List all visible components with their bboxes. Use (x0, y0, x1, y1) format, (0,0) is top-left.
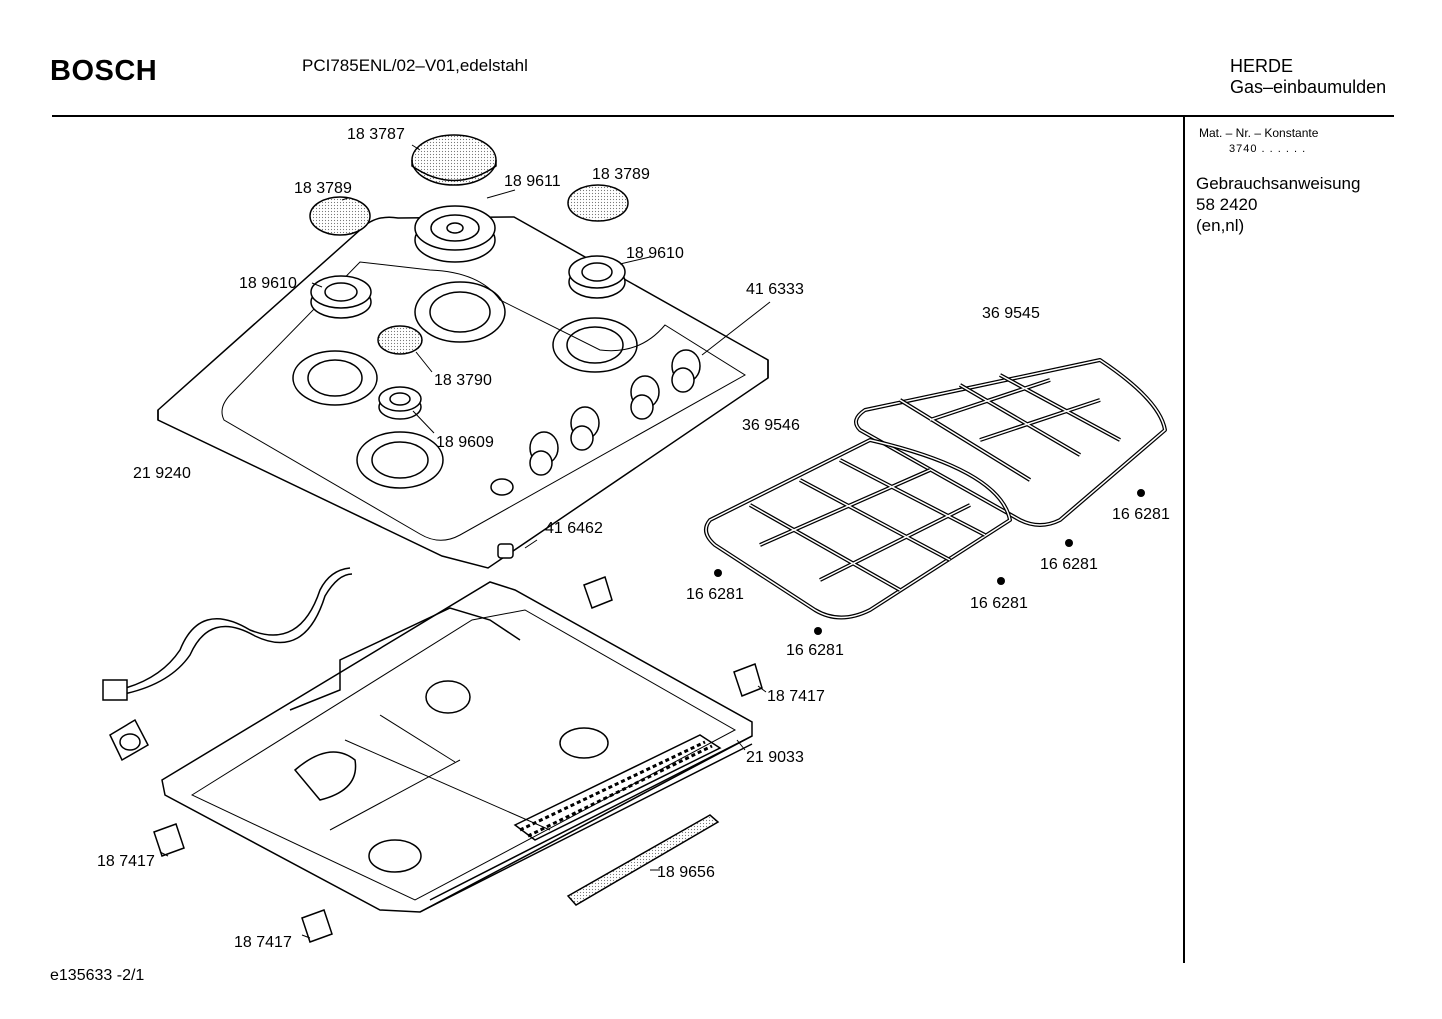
label-clip-left: 18 7417 (97, 853, 155, 870)
manual-languages: (en,nl) (1196, 216, 1245, 235)
label-cap-large: 18 3787 (347, 126, 405, 143)
label-grate-right: 36 9545 (982, 305, 1040, 322)
seal-strip (566, 814, 720, 906)
label-hob-top: 21 9240 (133, 465, 191, 482)
manual-number: 58 2420 (1196, 195, 1258, 214)
label-cap-left: 18 3789 (294, 180, 352, 197)
header-divider (52, 115, 1394, 117)
model-number: PCI785ENL/02–V01,edelstahl (302, 56, 528, 75)
burner-ring-small (378, 386, 422, 420)
leader-lines (159, 144, 771, 939)
power-cable (102, 567, 353, 701)
rubber-feet (714, 489, 1145, 635)
pan-grate-left (704, 438, 1012, 620)
label-knob: 41 6333 (746, 281, 804, 298)
label-cap-small: 18 3790 (434, 372, 492, 389)
pan-grate-right (854, 358, 1167, 527)
ignition-module (109, 718, 149, 762)
label-seal-strip: 18 9656 (657, 864, 715, 881)
control-knobs (529, 349, 701, 476)
label-clip-bottom: 18 7417 (234, 934, 292, 951)
drawing-reference: e135633 -2/1 (50, 967, 145, 984)
burner-ring-left (310, 275, 372, 319)
label-foot-5: 16 6281 (786, 642, 844, 659)
label-foot-1: 16 6281 (1112, 506, 1170, 523)
label-foot-2: 16 6281 (1040, 556, 1098, 573)
label-foot-4: 16 6281 (686, 586, 744, 603)
mounting-clips (153, 576, 763, 943)
label-burner-left: 18 9610 (239, 275, 297, 292)
burner-cap-large (411, 134, 497, 186)
mat-number-label: Mat. – Nr. – Konstante (1199, 126, 1319, 140)
label-clip-right: 18 7417 (767, 688, 825, 705)
label-base-tray: 21 9033 (746, 749, 804, 766)
base-tray (161, 581, 753, 913)
label-button: 41 6462 (545, 520, 603, 537)
burner-ring-right (568, 255, 626, 299)
burner-cap-left (309, 196, 371, 236)
burner-cap-small (377, 325, 423, 355)
brand-logo: BOSCH (50, 55, 158, 87)
category-title: HERDE (1230, 56, 1294, 76)
label-grate-left: 36 9546 (742, 417, 800, 434)
label-foot-3: 16 6281 (970, 595, 1028, 612)
sidebar-divider (1183, 117, 1185, 963)
burner-cap-right (567, 184, 629, 222)
ignition-button (497, 543, 514, 559)
hob-top-plate (157, 216, 769, 569)
label-burner-large: 18 9611 (504, 173, 561, 190)
label-burner-small: 18 9609 (436, 434, 494, 451)
burner-ring-large (414, 205, 496, 263)
label-burner-right: 18 9610 (626, 245, 684, 262)
label-cap-right: 18 3789 (592, 166, 650, 183)
mat-number-value: 3740 . . . . . . (1229, 143, 1307, 155)
manual-title: Gebrauchsanweisung (1196, 174, 1361, 193)
category-subtitle: Gas–einbaumulden (1230, 77, 1387, 97)
